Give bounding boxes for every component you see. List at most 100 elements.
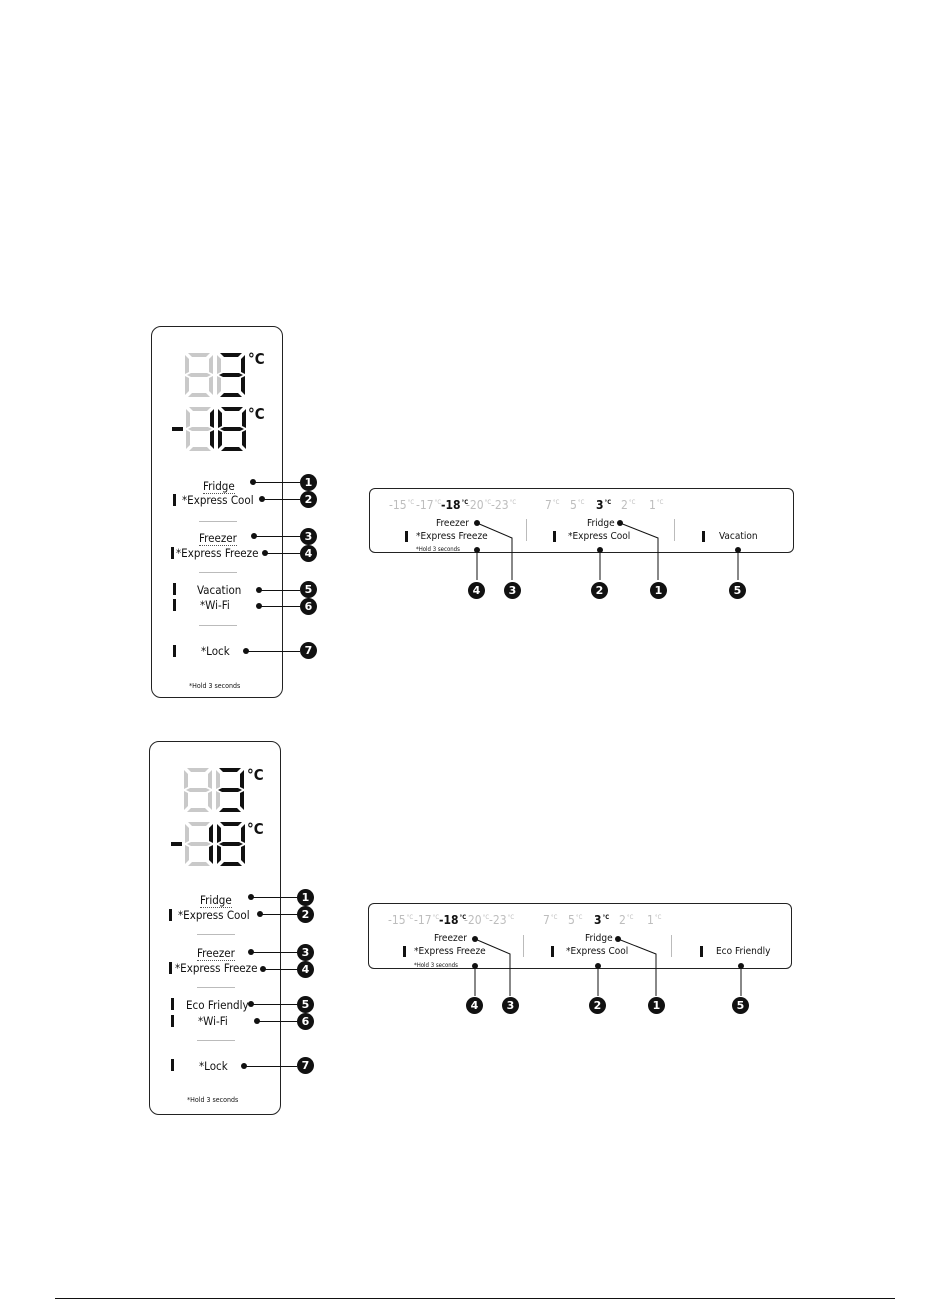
freezer-temp-option[interactable]: -17°C — [416, 498, 442, 512]
callout-1: 1 — [650, 582, 667, 599]
freezer-temp-option[interactable]: -23°C — [491, 498, 517, 512]
lock-indicator — [171, 1059, 174, 1071]
fridge-temp-selected[interactable]: 3°C — [594, 913, 610, 927]
callout-1: 1 — [297, 889, 314, 906]
callout-5: 5 — [297, 996, 314, 1013]
eco-friendly-button-label[interactable]: Eco Friendly — [716, 946, 771, 957]
vacation-indicator — [702, 531, 705, 542]
divider — [674, 519, 675, 541]
freezer-temp-option[interactable]: -20°C — [466, 498, 492, 512]
fridge-button-label[interactable]: Fridge — [200, 893, 232, 908]
fridge-temp-option[interactable]: 2°C — [621, 498, 636, 512]
express-freeze-button-label[interactable]: *Express Freeze — [175, 961, 258, 975]
fridge-temp-option[interactable]: 5°C — [568, 913, 583, 927]
callout-6: 6 — [300, 598, 317, 615]
divider — [197, 987, 235, 988]
freezer-temp-option[interactable]: -15°C — [388, 913, 414, 927]
digit-2 — [216, 768, 244, 812]
express-cool-button-label[interactable]: *Express Cool — [178, 908, 250, 922]
eco-friendly-button-label[interactable]: Eco Friendly — [186, 998, 249, 1012]
celsius-unit: °C — [248, 350, 265, 368]
express-cool-indicator — [551, 946, 554, 957]
fridge-button-label[interactable]: Fridge — [203, 479, 235, 494]
vacation-button-label[interactable]: Vacation — [719, 531, 758, 542]
callout-5: 5 — [300, 581, 317, 598]
digit-2 — [217, 822, 245, 866]
digit-1 — [185, 822, 213, 866]
fridge-temp-option[interactable]: 7°C — [545, 498, 560, 512]
fridge-temp-option[interactable]: 1°C — [647, 913, 662, 927]
callout-4: 4 — [300, 545, 317, 562]
horizontal-control-panel-vacation — [369, 488, 794, 553]
callout-leaders — [474, 938, 742, 996]
express-freeze-button-label[interactable]: *Express Freeze — [414, 946, 486, 957]
celsius-unit: °C — [247, 766, 264, 784]
express-freeze-indicator — [403, 946, 406, 957]
digit-2 — [218, 407, 246, 451]
callout-3: 3 — [297, 944, 314, 961]
fridge-temp-option[interactable]: 1°C — [649, 498, 664, 512]
freezer-button-label[interactable]: Freezer — [197, 946, 235, 961]
divider — [199, 521, 237, 522]
freezer-button-label[interactable]: Freezer — [434, 933, 467, 944]
divider — [526, 519, 527, 541]
express-freeze-button-label[interactable]: *Express Freeze — [416, 531, 488, 542]
freezer-temp-option[interactable]: -20°C — [464, 913, 490, 927]
fridge-temp-selected[interactable]: 3°C — [596, 498, 612, 512]
callout-2: 2 — [297, 906, 314, 923]
vacation-indicator — [173, 583, 176, 595]
freezer-temp-option[interactable]: -23°C — [489, 913, 515, 927]
wifi-button-label[interactable]: *Wi-Fi — [198, 1014, 228, 1028]
freezer-temp-selected[interactable]: -18°C — [441, 498, 469, 512]
vacation-button-label[interactable]: Vacation — [197, 583, 242, 597]
fridge-button-label[interactable]: Fridge — [587, 518, 615, 529]
divider — [199, 625, 237, 626]
hold-note: *Hold 3 seconds — [187, 1096, 239, 1104]
digit-1 — [185, 353, 213, 397]
callout-2: 2 — [591, 582, 608, 599]
callout-3: 3 — [300, 528, 317, 545]
fridge-temp-option[interactable]: 2°C — [619, 913, 634, 927]
express-freeze-indicator — [171, 547, 174, 559]
freezer-button-label[interactable]: Freezer — [199, 531, 237, 546]
express-cool-indicator — [173, 494, 176, 506]
fridge-button-label[interactable]: Fridge — [585, 933, 613, 944]
digit-2 — [217, 353, 245, 397]
express-cool-button-label[interactable]: *Express Cool — [566, 946, 629, 957]
callout-7: 7 — [297, 1057, 314, 1074]
callout-6: 6 — [297, 1013, 314, 1030]
fridge-temp-option[interactable]: 7°C — [543, 913, 558, 927]
celsius-unit: °C — [247, 820, 264, 838]
fridge-temp-display — [184, 768, 244, 812]
freezer-temp-selected[interactable]: -18°C — [439, 913, 467, 927]
wifi-button-label[interactable]: *Wi-Fi — [200, 598, 230, 612]
express-cool-button-label[interactable]: *Express Cool — [182, 493, 254, 507]
fridge-temp-option[interactable]: 5°C — [570, 498, 585, 512]
lock-button-label[interactable]: *Lock — [201, 644, 230, 658]
freezer-temp-option[interactable]: -17°C — [414, 913, 440, 927]
callout-1: 1 — [648, 997, 665, 1014]
digit-1 — [184, 768, 212, 812]
express-cool-indicator — [553, 531, 556, 542]
freezer-button-label[interactable]: Freezer — [436, 518, 469, 529]
callout-2: 2 — [300, 491, 317, 508]
freezer-temp-display — [171, 822, 245, 866]
hold-note: *Hold 3 seconds — [414, 962, 458, 969]
divider — [671, 935, 672, 957]
lock-indicator — [173, 645, 176, 657]
vertical-control-panel-vacation — [151, 326, 283, 698]
lock-button-label[interactable]: *Lock — [199, 1059, 228, 1073]
callout-leaders — [476, 522, 739, 580]
express-freeze-button-label[interactable]: *Express Freeze — [176, 546, 259, 560]
digit-1 — [186, 407, 214, 451]
eco-friendly-indicator — [171, 998, 174, 1010]
eco-friendly-indicator — [700, 946, 703, 957]
callout-3: 3 — [504, 582, 521, 599]
fridge-temp-display — [185, 353, 245, 397]
wifi-indicator — [171, 1015, 174, 1027]
divider — [523, 935, 524, 957]
freezer-temp-option[interactable]: -15°C — [389, 498, 415, 512]
express-cool-button-label[interactable]: *Express Cool — [568, 531, 631, 542]
callout-2: 2 — [589, 997, 606, 1014]
freezer-temp-display — [172, 407, 246, 451]
